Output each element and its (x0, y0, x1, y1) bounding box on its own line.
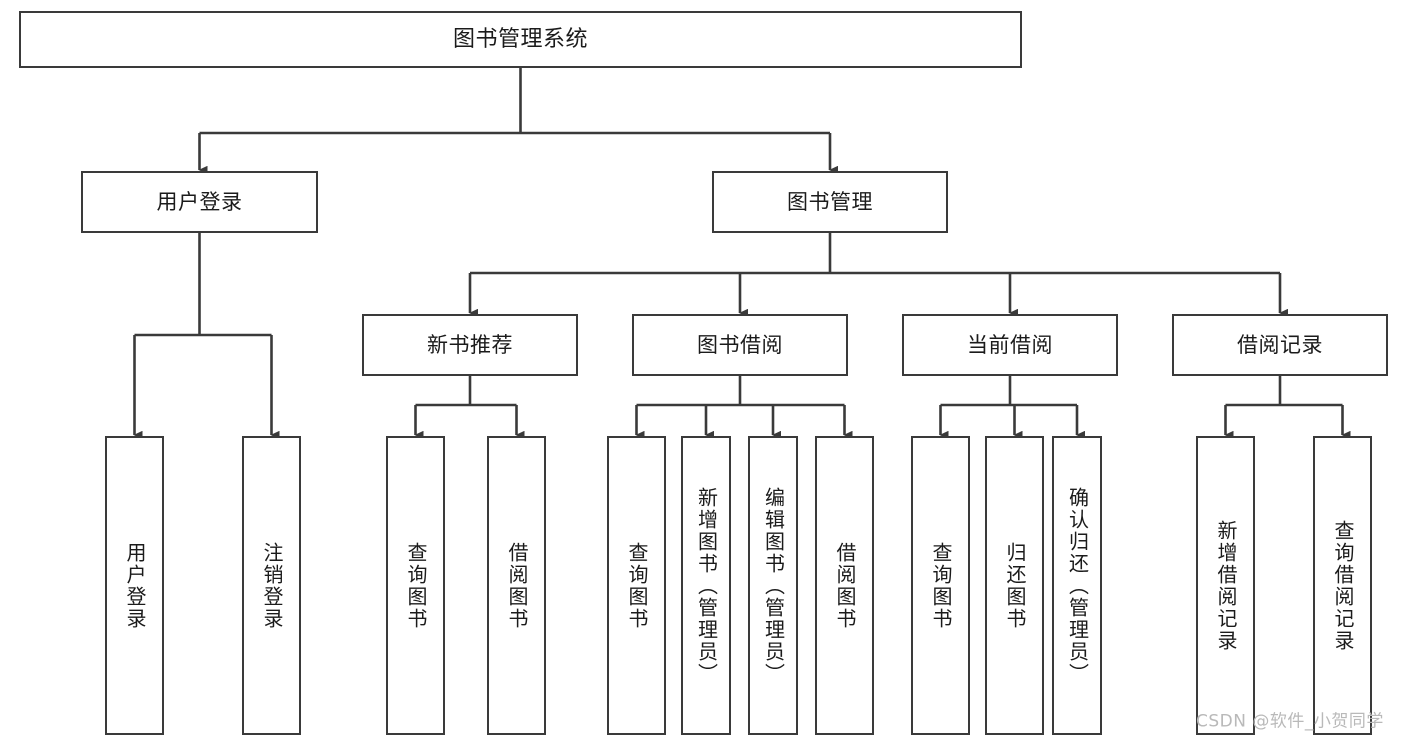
node-leaf-user-login-label: 用户登录 (123, 541, 147, 630)
node-borrow-record-label: 借阅记录 (1237, 332, 1323, 357)
node-user-login[interactable]: 用户登录 (81, 171, 318, 233)
node-user-login-label: 用户登录 (156, 189, 243, 214)
node-leaf-add-borrow-record[interactable]: 新增借阅记录 (1196, 436, 1255, 735)
node-leaf-edit-book-admin[interactable]: 编辑图书（管理员） (748, 436, 798, 735)
node-leaf-query-book-2[interactable]: 查询图书 (607, 436, 666, 735)
node-leaf-logout-login-label: 注销登录 (260, 541, 284, 630)
node-new-book-recommend-label: 新书推荐 (427, 332, 513, 357)
node-current-borrow-label: 当前借阅 (967, 332, 1053, 357)
node-leaf-borrow-book-2[interactable]: 借阅图书 (815, 436, 874, 735)
node-book-manage[interactable]: 图书管理 (712, 171, 948, 233)
csdn-watermark: CSDN @软件_小贺同学 (1196, 711, 1384, 732)
node-leaf-borrow-book-2-label: 借阅图书 (833, 541, 857, 630)
node-book-manage-label: 图书管理 (787, 189, 873, 214)
node-leaf-query-book-3-label: 查询图书 (929, 541, 953, 630)
node-leaf-query-borrow-record-label: 查询借阅记录 (1331, 519, 1355, 652)
node-root-system[interactable]: 图书管理系统 (19, 11, 1022, 68)
node-book-borrow[interactable]: 图书借阅 (632, 314, 848, 376)
node-leaf-query-book-2-label: 查询图书 (625, 541, 649, 630)
node-leaf-return-book[interactable]: 归还图书 (985, 436, 1044, 735)
node-leaf-edit-book-admin-label: 编辑图书（管理员） (761, 486, 786, 685)
node-leaf-confirm-return-admin[interactable]: 确认归还（管理员） (1052, 436, 1102, 735)
node-leaf-add-book-admin-label: 新增图书（管理员） (694, 486, 719, 685)
node-leaf-query-book-1-label: 查询图书 (404, 541, 428, 630)
node-leaf-query-borrow-record[interactable]: 查询借阅记录 (1313, 436, 1372, 735)
node-leaf-add-book-admin[interactable]: 新增图书（管理员） (681, 436, 731, 735)
node-book-borrow-label: 图书借阅 (697, 332, 783, 357)
node-leaf-return-book-label: 归还图书 (1003, 541, 1027, 630)
node-leaf-add-borrow-record-label: 新增借阅记录 (1214, 519, 1238, 652)
node-leaf-query-book-3[interactable]: 查询图书 (911, 436, 970, 735)
node-new-book-recommend[interactable]: 新书推荐 (362, 314, 578, 376)
node-leaf-borrow-book-1[interactable]: 借阅图书 (487, 436, 546, 735)
node-borrow-record[interactable]: 借阅记录 (1172, 314, 1388, 376)
node-leaf-borrow-book-1-label: 借阅图书 (505, 541, 529, 630)
node-leaf-query-book-1[interactable]: 查询图书 (386, 436, 445, 735)
node-root-system-label: 图书管理系统 (452, 26, 588, 52)
node-leaf-logout-login[interactable]: 注销登录 (242, 436, 301, 735)
node-leaf-user-login[interactable]: 用户登录 (105, 436, 164, 735)
node-leaf-confirm-return-admin-label: 确认归还（管理员） (1065, 486, 1090, 685)
node-current-borrow[interactable]: 当前借阅 (902, 314, 1118, 376)
